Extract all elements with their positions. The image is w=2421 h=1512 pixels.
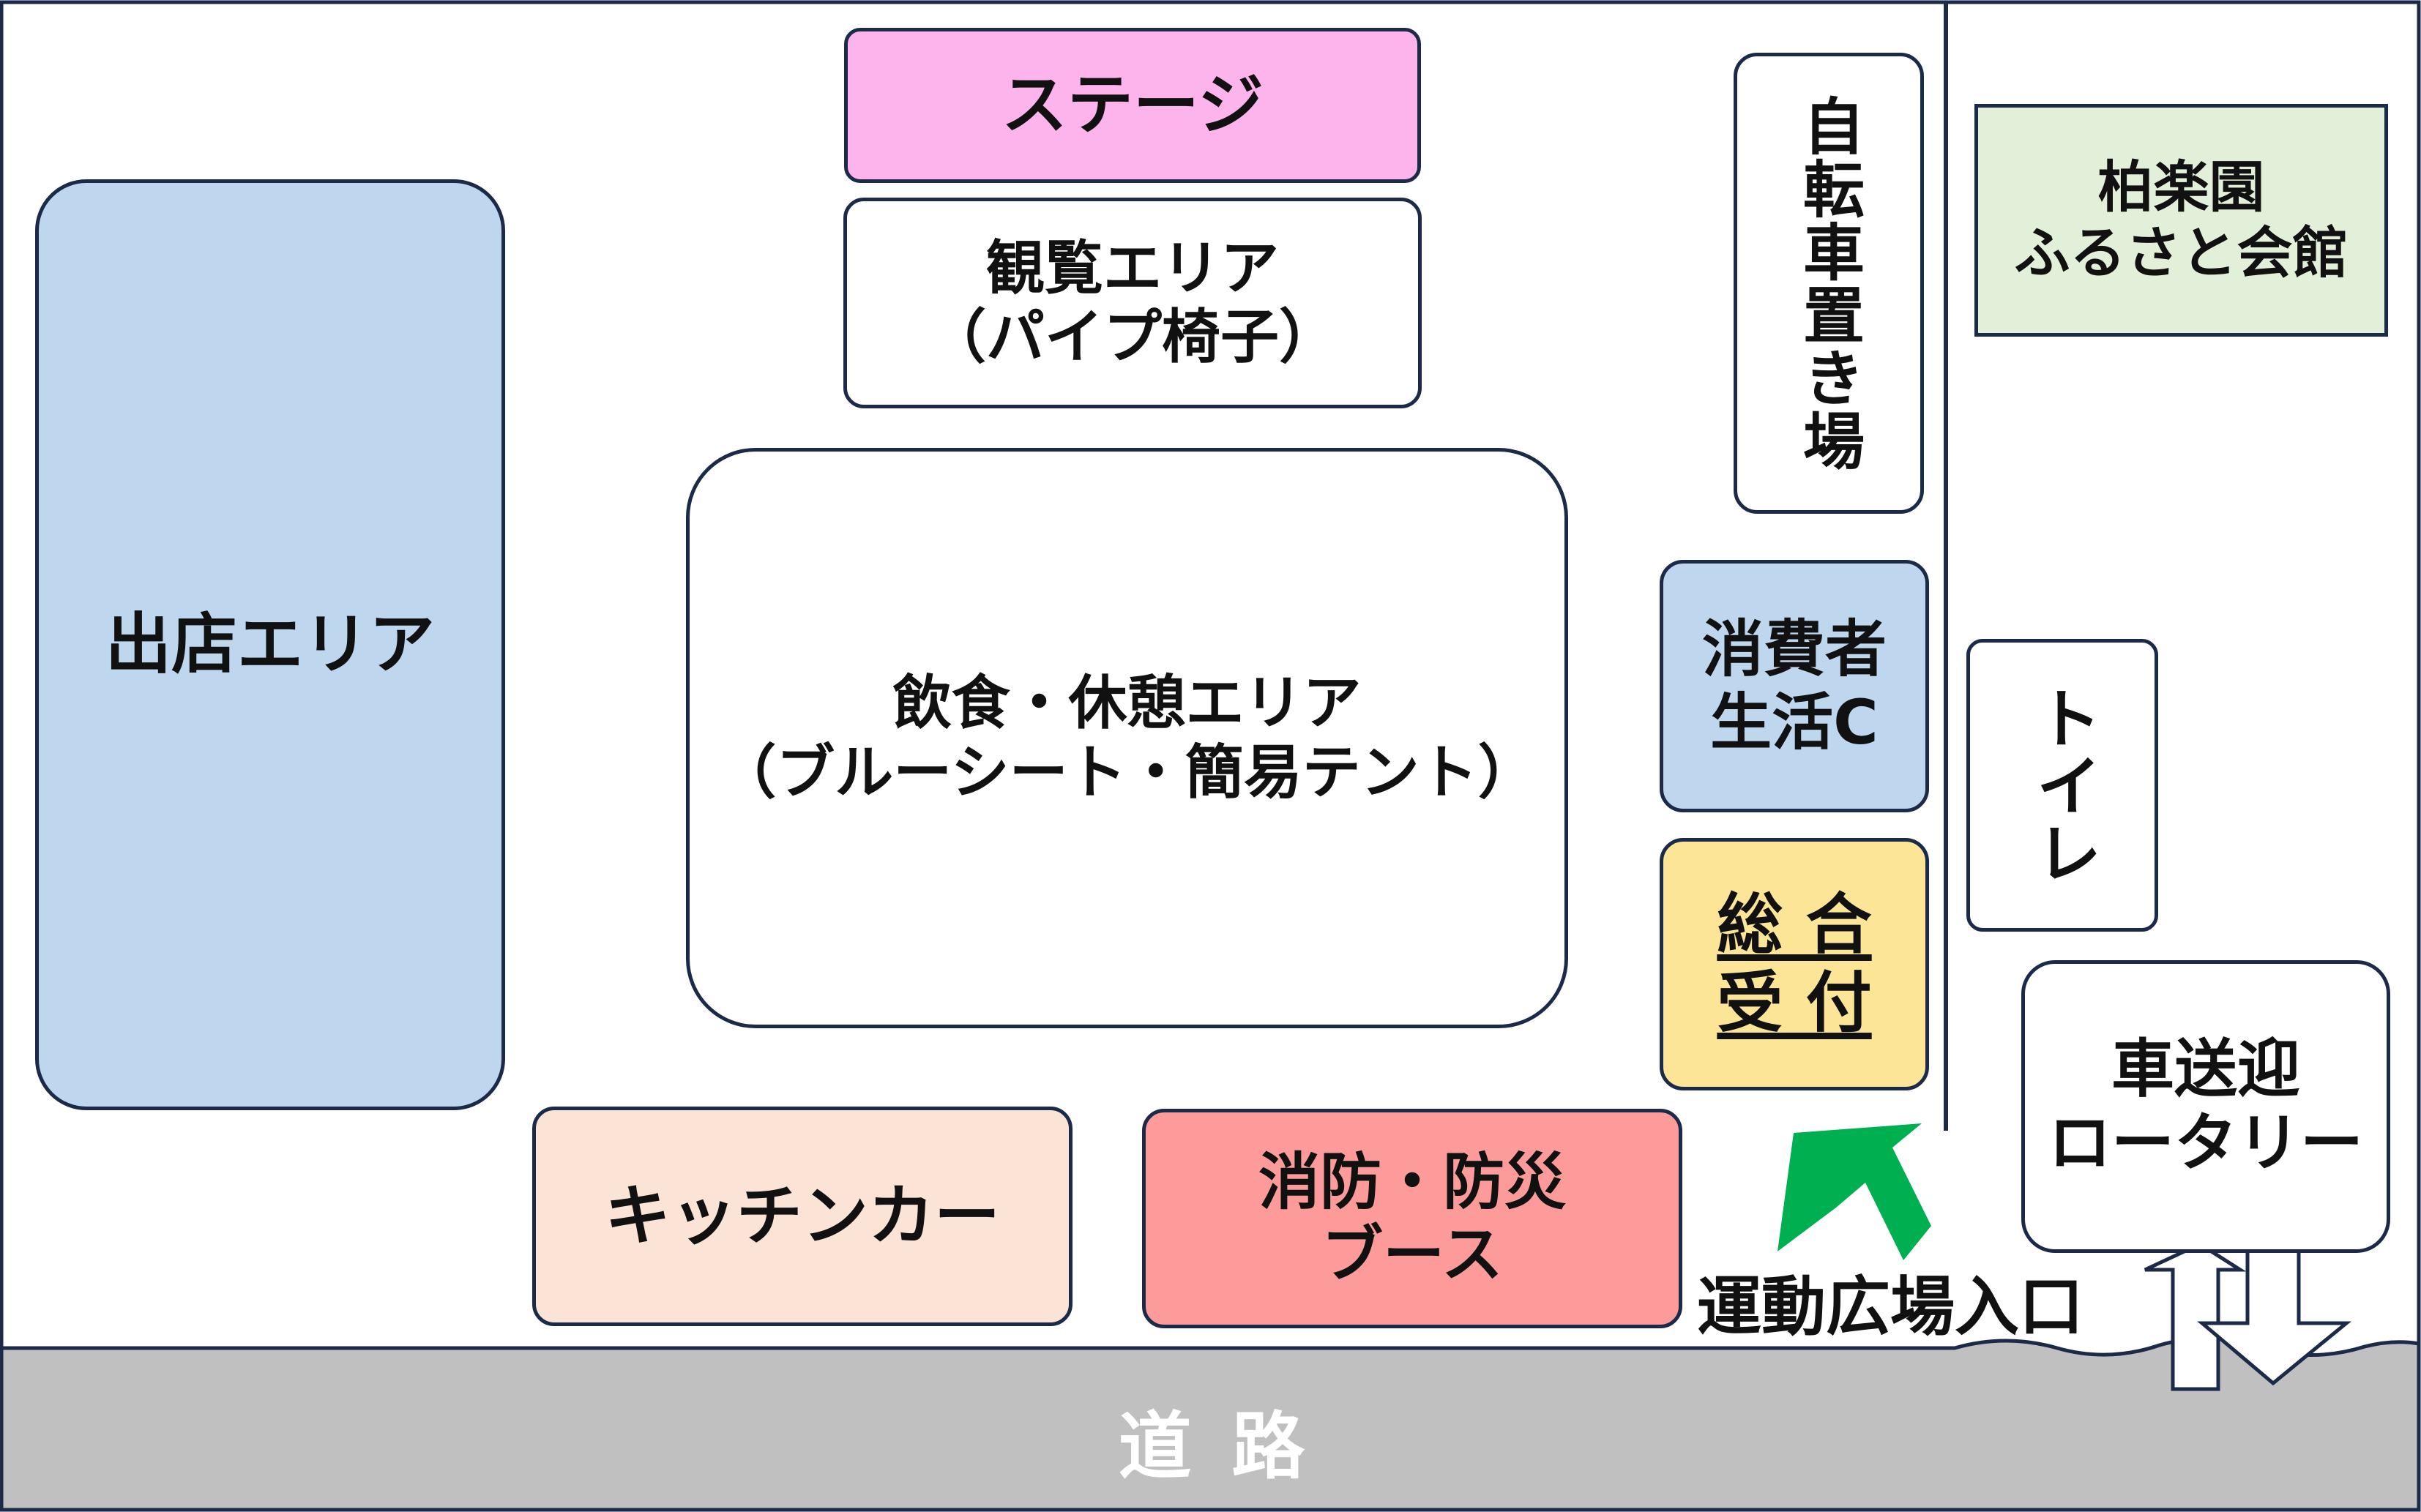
vendor-label: 出店エリア [105, 605, 435, 683]
stage-label: ステージ [1001, 66, 1264, 143]
entrance-label: 運動広場入口 [1697, 1269, 2084, 1344]
bicycle-parking-area: 自転車置き場 [1734, 53, 1924, 514]
road-label: 道 路 [1118, 1404, 1313, 1489]
viewing-area: 観覧エリア （パイプ椅子） [843, 198, 1422, 408]
toilet-area: トイレ [1966, 639, 2158, 932]
hall-building: 柏楽園 ふるさと会館 [1974, 104, 2388, 337]
toilet-label: トイレ [2024, 684, 2102, 886]
fire-disaster-label: 消防・防災 ブース [1258, 1145, 1566, 1290]
outbound-arrow [2197, 1246, 2351, 1386]
hall-label: 柏楽園 ふるさと会館 [2014, 154, 2349, 285]
stage-area: ステージ [844, 28, 1421, 183]
consumer-center-label: 消費者 生活C [1701, 613, 1887, 758]
viewing-label: 観覧エリア （パイプ椅子） [928, 233, 1338, 371]
fire-disaster-booth: 消防・防災 ブース [1142, 1109, 1682, 1328]
kitchen-car-area: キッチンカー [532, 1107, 1073, 1326]
inbound-arrow [2144, 1242, 2247, 1391]
food-rest-area: 飲食・休憩エリア （ブルーシート・簡易テント） [686, 448, 1568, 1028]
food-rest-label: 飲食・休憩エリア （ブルーシート・簡易テント） [717, 669, 1537, 806]
consumer-center-area: 消費者 生活C [1660, 560, 1929, 812]
rotary-label: 車送迎 ロータリー [2048, 1032, 2363, 1180]
bicycle-parking-label: 自転車置き場 [1793, 94, 1865, 472]
kitchen-car-label: キッチンカー [605, 1177, 1000, 1254]
entrance-arrow [1777, 1123, 1931, 1260]
rotary-area: 車送迎 ロータリー [2021, 960, 2390, 1253]
reception-area: 総 合 受 付 [1660, 838, 1929, 1090]
vendor-area: 出店エリア [35, 179, 505, 1110]
reception-label: 総 合 受 付 [1717, 886, 1872, 1041]
